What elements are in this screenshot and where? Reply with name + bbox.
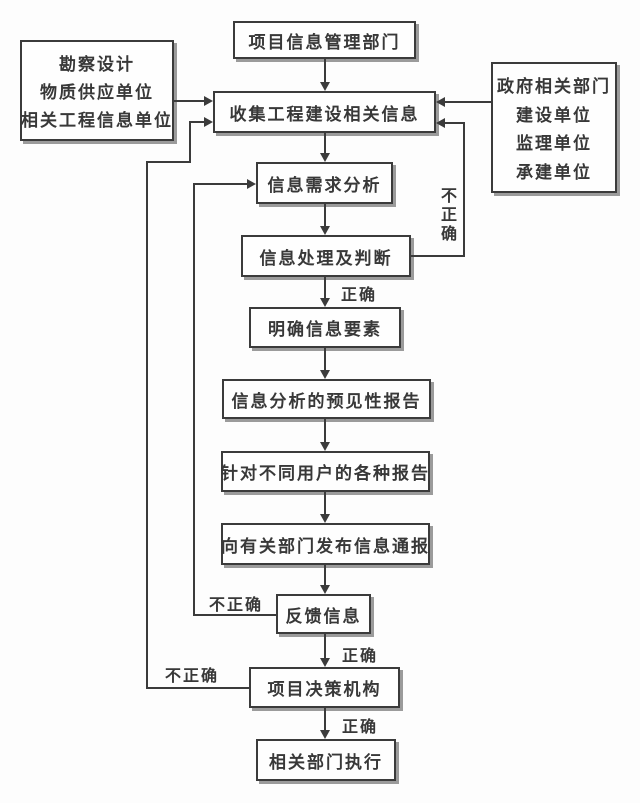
edge-feedback-to-decision (324, 634, 326, 658)
label-correct-after-decision: 正确 (342, 719, 379, 736)
edge-decision-to-execute (324, 708, 326, 730)
arrowhead-down-icon (320, 514, 330, 523)
edge-reports-to-publish (324, 492, 326, 514)
node-foresight-report-label: 信息分析的预见性报告 (231, 391, 422, 411)
left-source-line: 物质供应单位 (40, 82, 154, 102)
node-collect-info-label: 收集工程建设相关信息 (229, 104, 420, 124)
node-right-sources: 政府相关部门 建设单位 监理单位 承建单位 (491, 62, 617, 193)
right-source-line: 建设单位 (516, 105, 592, 125)
arrowhead-right-icon (204, 117, 213, 127)
edge-publish-to-feedback (324, 565, 326, 585)
node-project-info-dept-label: 项目信息管理部门 (248, 32, 401, 52)
edge-top-to-collect (324, 59, 326, 82)
right-source-line: 承建单位 (516, 163, 592, 183)
node-decision-body: 项目决策机构 (249, 667, 400, 708)
left-source-line: 相关工程信息单位 (21, 111, 173, 131)
arrowhead-left-icon (436, 97, 445, 107)
arrowhead-down-icon (320, 658, 330, 667)
node-project-info-dept: 项目信息管理部门 (233, 21, 416, 59)
arrowhead-down-icon (320, 585, 330, 594)
arrowhead-down-icon (320, 370, 330, 379)
edge-decision-loop-top (191, 121, 204, 123)
edge-foresight-to-reports (324, 419, 326, 442)
label-incorrect-decision-loop: 不正确 (165, 668, 220, 685)
node-publish-bulletin: 向有关部门发布信息通报 (221, 523, 430, 565)
arrowhead-down-icon (320, 226, 330, 235)
arrowhead-right-icon (204, 96, 213, 106)
node-departments-execute: 相关部门执行 (256, 739, 396, 781)
arrowhead-down-icon (320, 730, 330, 739)
edge-process-loop-bottom (411, 255, 465, 257)
edge-feedback-loop-top (193, 183, 247, 185)
edge-feedback-loop-vertical (193, 183, 195, 616)
node-clarify-elements-label: 明确信息要素 (268, 320, 382, 339)
node-clarify-elements: 明确信息要素 (249, 307, 401, 348)
node-feedback-info-label: 反馈信息 (285, 606, 362, 626)
edge-decision-loop-mid (146, 161, 191, 163)
label-correct-after-process: 正确 (341, 287, 378, 304)
node-demand-analysis-label: 信息需求分析 (267, 175, 382, 195)
edge-process-to-clarify (324, 277, 326, 298)
label-correct-after-feedback: 正确 (342, 648, 379, 665)
edge-collect-to-demand (324, 133, 326, 153)
node-publish-bulletin-label: 向有关部门发布信息通报 (221, 536, 430, 556)
edge-feedback-loop-bottom (193, 614, 276, 616)
edge-demand-to-process (324, 204, 326, 226)
node-left-sources: 勘察设计 物质供应单位 相关工程信息单位 (20, 40, 174, 141)
node-foresight-report: 信息分析的预见性报告 (222, 379, 431, 419)
node-process-judge: 信息处理及判断 (241, 235, 411, 277)
edge-clarify-to-foresight (324, 348, 326, 370)
edge-process-loop-vertical (463, 122, 465, 257)
right-source-line: 政府相关部门 (497, 76, 611, 96)
node-collect-info: 收集工程建设相关信息 (213, 91, 436, 133)
edge-process-loop-top (445, 122, 463, 124)
left-source-line: 勘察设计 (59, 54, 135, 74)
edge-decision-loop-bottom (146, 687, 249, 689)
label-incorrect-process-loop: 不正确 (438, 187, 455, 244)
node-decision-body-label: 项目决策机构 (267, 680, 382, 699)
edge-decision-loop-vertical (146, 161, 148, 689)
arrowhead-down-icon (320, 442, 330, 451)
label-incorrect-feedback-loop: 不正确 (209, 597, 264, 614)
edge-decision-loop-riser (189, 121, 191, 163)
node-process-judge-label: 信息处理及判断 (259, 248, 393, 268)
arrowhead-right-icon (247, 179, 256, 189)
arrowhead-down-icon (320, 82, 330, 91)
node-feedback-info: 反馈信息 (276, 594, 371, 634)
right-source-line: 监理单位 (516, 134, 592, 154)
arrowhead-left-icon (436, 118, 445, 128)
node-user-reports-label: 针对不同用户的各种报告 (221, 464, 430, 483)
node-departments-execute-label: 相关部门执行 (269, 752, 383, 772)
edge-right-sources-to-collect (445, 101, 491, 103)
arrowhead-down-icon (320, 298, 330, 307)
node-demand-analysis: 信息需求分析 (256, 162, 393, 204)
edge-left-sources-to-collect (174, 100, 204, 102)
node-user-reports: 针对不同用户的各种报告 (221, 451, 430, 492)
arrowhead-down-icon (320, 153, 330, 162)
